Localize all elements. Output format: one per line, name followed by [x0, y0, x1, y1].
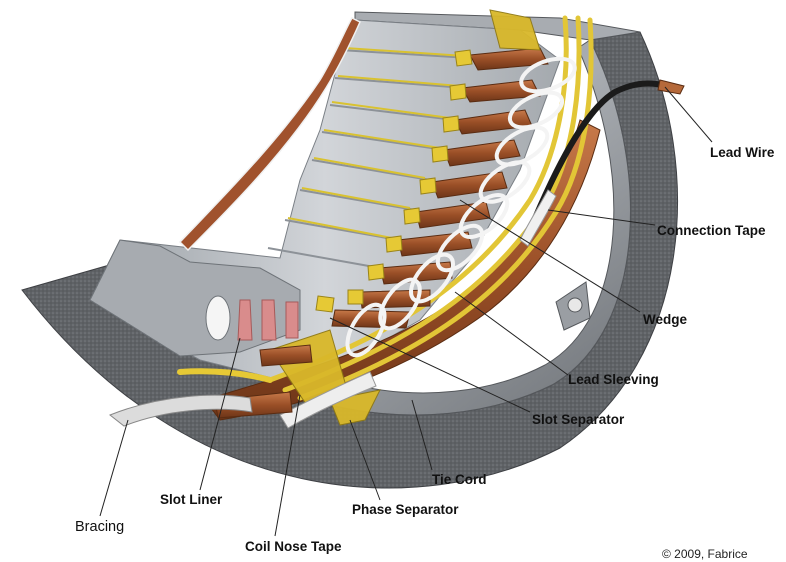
label-bracing: Bracing — [75, 519, 125, 535]
label-slot-separator: Slot Separator — [532, 412, 625, 427]
label-lead-sleeving: Lead Sleeving — [568, 372, 659, 387]
mount-hole — [567, 297, 583, 313]
label-slot-liner: Slot Liner — [160, 492, 223, 507]
coil-nose-tape — [279, 371, 377, 429]
core-vent-hole — [205, 295, 231, 341]
lead-wire — [527, 80, 671, 233]
outer-lacing — [178, 17, 361, 252]
tie-cord-loops — [345, 56, 577, 358]
wedge-strips — [287, 47, 466, 239]
label-connection-tape: Connection Tape — [657, 223, 766, 238]
label-tie-cord: Tie Cord — [432, 472, 487, 487]
label-wedge: Wedge — [643, 312, 688, 327]
copyright-text: © 2009, Fabrice — [662, 547, 748, 561]
slot-liners — [237, 299, 299, 341]
label-phase-separator: Phase Separator — [352, 502, 459, 517]
leader-lines — [99, 86, 713, 537]
lead-wire-tip — [657, 79, 685, 95]
connection-tape — [519, 189, 557, 247]
core-teeth — [267, 49, 471, 269]
copper-coil-ends — [331, 47, 549, 329]
bracing — [109, 394, 253, 427]
front-coil-ends — [214, 344, 313, 419]
front-sleeving — [177, 368, 273, 383]
end-turn-lower — [204, 119, 601, 421]
label-coil-nose-tape: Coil Nose Tape — [245, 539, 342, 554]
label-lead-wire: Lead Wire — [710, 145, 775, 160]
slot-separator-caps — [315, 49, 473, 313]
